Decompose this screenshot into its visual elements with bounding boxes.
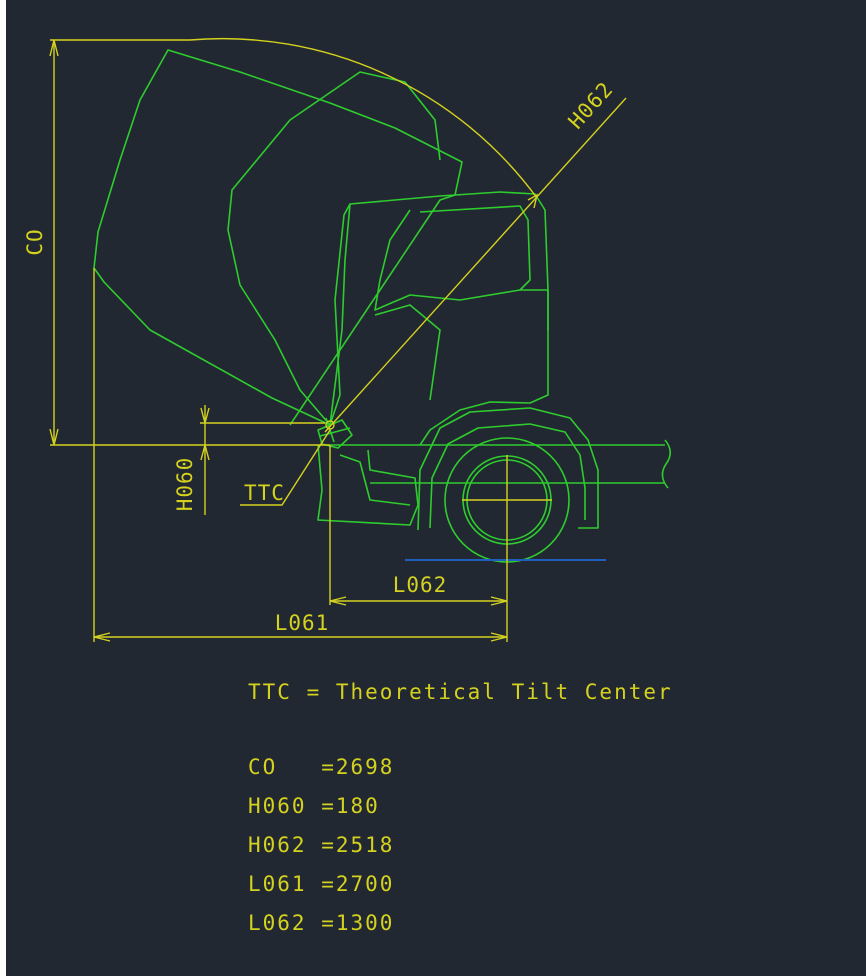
- l062-label: L062: [393, 573, 448, 597]
- upright-cab-window: [419, 205, 531, 291]
- h060-label: H060: [173, 457, 197, 512]
- ttc-label: TTC: [244, 481, 285, 505]
- upright-cab-door: [374, 304, 441, 401]
- wheel-arch-outer: [417, 407, 599, 531]
- lower-cab-skirt: [339, 454, 411, 506]
- front-bumper: [317, 444, 419, 526]
- h060-arrow-top: [200, 407, 210, 426]
- wheel-arch-inner: [429, 423, 586, 529]
- l061-arrow-left: [93, 632, 111, 642]
- l062-arrow-right: [490, 596, 508, 606]
- mid-tilt-cab: [329, 191, 549, 426]
- l061-label: L061: [275, 611, 330, 635]
- h062-arrow: [527, 193, 539, 209]
- ttc-point: [325, 420, 335, 430]
- l062-arrow-left: [329, 596, 347, 606]
- co-label: CO: [23, 228, 47, 255]
- h062-dim-line: [324, 97, 627, 433]
- h062-label: H062: [564, 77, 618, 134]
- chassis-break: [661, 439, 672, 489]
- truck-outline: [93, 49, 672, 563]
- ttc-leader: [240, 429, 331, 506]
- dimension-lines: [49, 37, 627, 642]
- l061-arrow-right: [490, 632, 508, 642]
- co-arrow-top: [49, 39, 59, 57]
- h060-arrow-bottom: [200, 442, 210, 461]
- tilt-arc: [50, 37, 538, 199]
- mid-tilt-cab-front: [329, 203, 351, 426]
- tilted-cab-outline: [93, 49, 463, 426]
- tilted-cab-inner: [227, 71, 441, 426]
- cad-canvas: [6, 0, 866, 976]
- upright-cab-outline: [374, 209, 549, 446]
